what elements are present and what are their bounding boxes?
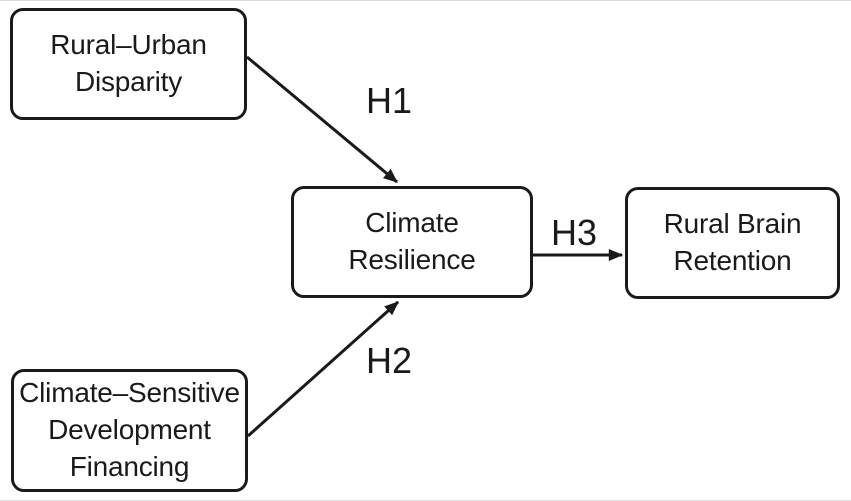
node-climate-resilience: Climate Resilience (291, 186, 533, 298)
node-label-line: Climate–Sensitive (19, 377, 240, 409)
edge-label-h1: H1 (366, 80, 413, 121)
edge-label-h3: H3 (551, 212, 598, 253)
node-label-line: Climate (365, 207, 459, 239)
node-label-line: Development (48, 414, 211, 446)
node-label-line: Rural–Urban (50, 29, 207, 61)
node-label-line: Financing (69, 450, 190, 482)
arrow-h1 (246, 55, 398, 184)
node-climate-sensitive-financing: Climate–Sensitive Development Financing (11, 369, 248, 492)
node-rural-urban-disparity: Rural–Urban Disparity (10, 8, 247, 120)
arrow-h2 (247, 300, 399, 438)
node-rural-brain-retention: Rural Brain Retention (625, 187, 840, 299)
figure-top-border (0, 0, 851, 1)
node-label-line: Rural Brain (663, 208, 802, 240)
node-label-line: Resilience (348, 244, 476, 275)
node-label-line: Disparity (74, 66, 183, 97)
edge-label-h2: H2 (366, 340, 413, 381)
node-label-line: Retention (673, 245, 792, 276)
